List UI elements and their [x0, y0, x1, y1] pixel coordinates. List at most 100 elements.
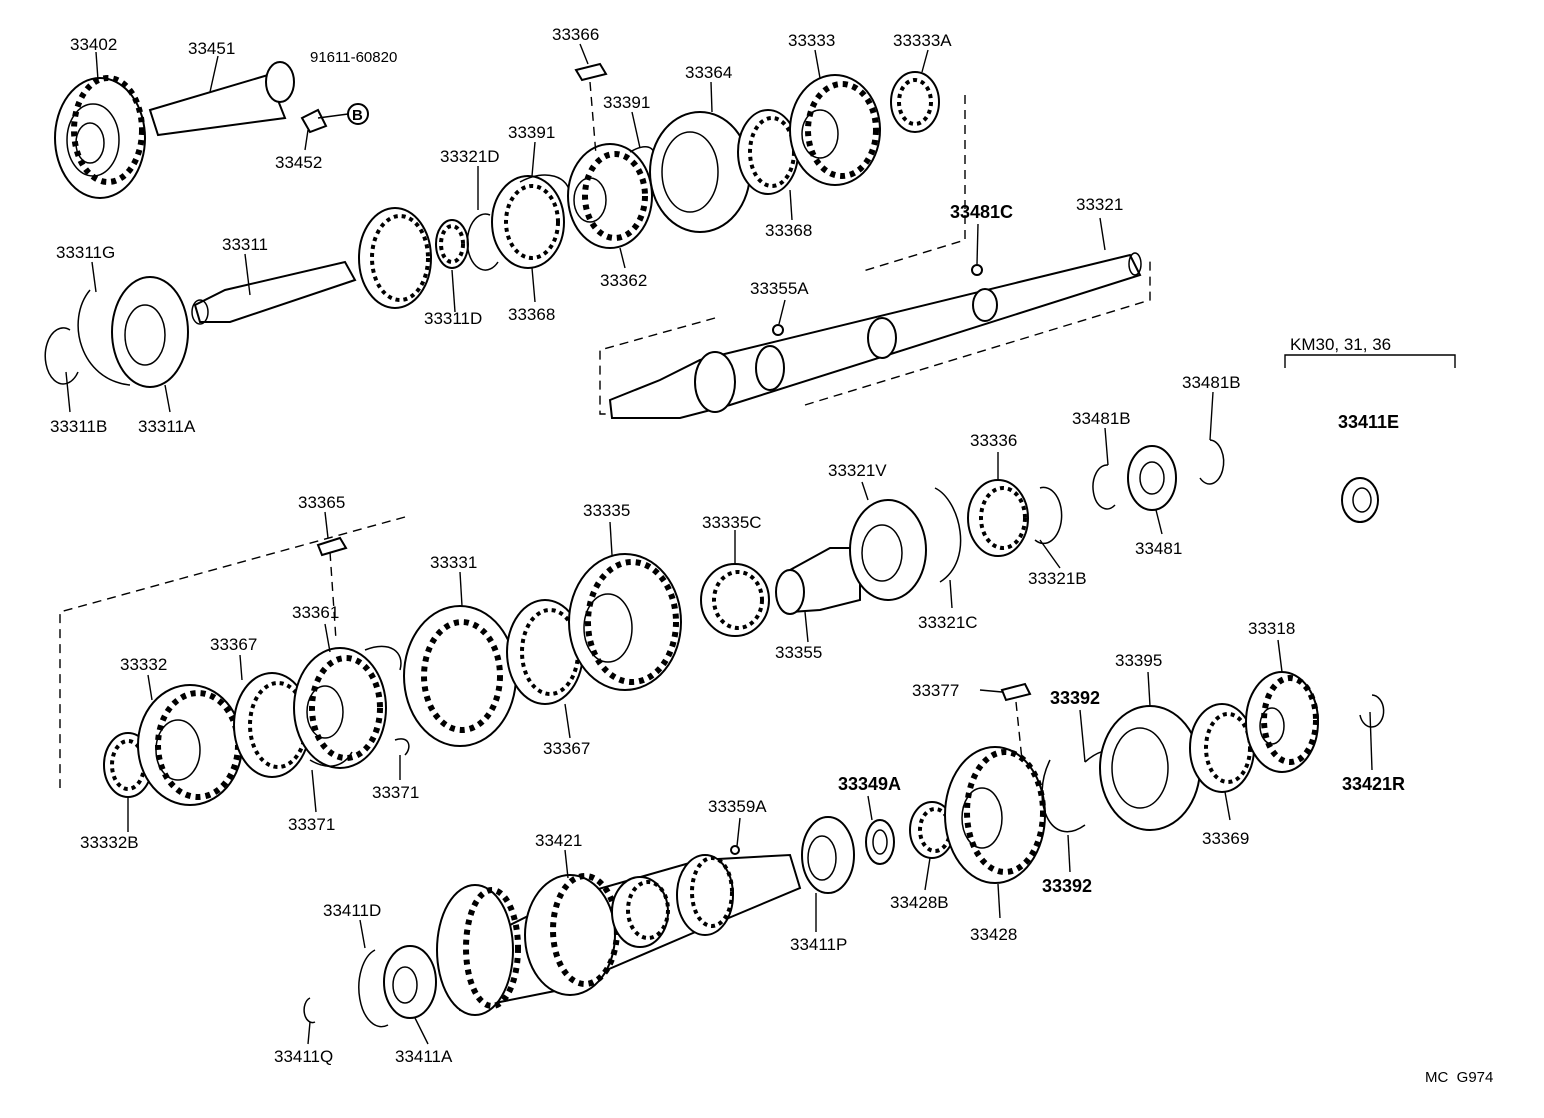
- gear-33335: [568, 553, 682, 691]
- label-33311: 33311: [222, 235, 268, 254]
- label-33428: 33428: [970, 925, 1017, 944]
- label-33411A: 33411A: [395, 1047, 453, 1066]
- label-33402: 33402: [70, 35, 117, 54]
- label-33451: 33451: [188, 39, 235, 58]
- label-33367-right: 33367: [543, 739, 590, 758]
- shifting-key-33366: [574, 62, 608, 82]
- label-33395: 33395: [1115, 651, 1162, 670]
- label-33411E: 33411E: [1338, 412, 1399, 432]
- needle-bearing-33311D: [435, 219, 469, 269]
- label-33481C: 33481C: [950, 202, 1013, 222]
- label-33392-upper: 33392: [1050, 688, 1100, 708]
- label-33366: 33366: [552, 25, 599, 44]
- shifting-key-33377: [1000, 682, 1032, 702]
- gear-33336: [967, 479, 1029, 557]
- snap-ring-33321C: [934, 487, 962, 583]
- label-33321D: 33321D: [440, 147, 500, 166]
- label-33377: 33377: [912, 681, 959, 700]
- gear-33428: [944, 746, 1046, 884]
- label-33364: 33364: [685, 63, 732, 82]
- label-33481: 33481: [1135, 539, 1182, 558]
- label-33411D: 33411D: [323, 901, 381, 920]
- label-33371-right: 33371: [372, 783, 419, 802]
- label-33411P: 33411P: [790, 935, 847, 954]
- part-labels: 33402 33451 91611-60820 33452 33366 3339…: [50, 25, 1493, 1086]
- hub-sleeve-33364: [649, 111, 751, 233]
- clutch-hub-33362: [567, 143, 653, 249]
- gear-33481: [1127, 445, 1177, 511]
- footer-code: MC G974: [1425, 1069, 1493, 1086]
- gear-33318: [1245, 671, 1319, 773]
- label-33411Q: 33411Q: [274, 1047, 333, 1066]
- label-33391-lower: 33391: [508, 123, 555, 142]
- label-33452: 33452: [275, 153, 322, 172]
- leader-lines: [65, 43, 1373, 1045]
- label-33349A: 33349A: [838, 774, 901, 794]
- snap-ring-33321B: [1034, 486, 1063, 545]
- label-33311D: 33311D: [424, 309, 482, 328]
- label-33421R: 33421R: [1342, 774, 1405, 794]
- output-shaft-33321: [608, 252, 1142, 419]
- synchro-ring-33368-middle: [737, 109, 799, 195]
- collar-33355: [775, 547, 861, 615]
- synchro-ring-33368-upper: [491, 175, 565, 269]
- ball-33359A: [730, 845, 740, 855]
- spring-33392-lower: [1041, 759, 1086, 833]
- label-33369: 33369: [1202, 829, 1249, 848]
- label-33311A: 33311A: [138, 417, 196, 436]
- hub-sleeve-33331: [403, 605, 517, 747]
- label-33392-lower: 33392: [1042, 876, 1092, 896]
- clutch-hub-33361: [293, 647, 387, 769]
- snap-ring-33311B: [44, 327, 79, 385]
- label-33321V: 33321V: [828, 461, 887, 480]
- label-33355A: 33355A: [750, 279, 809, 298]
- snap-ring-33481B-left: [1092, 464, 1116, 510]
- snap-ring-33421R: [1359, 694, 1385, 728]
- needle-bearing-33333A: [890, 71, 940, 133]
- label-km-variant: KM30, 31, 36: [1290, 335, 1391, 354]
- snap-ring-33321D: [466, 213, 499, 271]
- snap-ring-33311G: [77, 289, 131, 386]
- label-33359A: 33359A: [708, 797, 767, 816]
- label-33335: 33335: [583, 501, 630, 520]
- label-33333: 33333: [788, 31, 835, 50]
- label-33362: 33362: [600, 271, 647, 290]
- snap-ring-33411Q: [303, 997, 316, 1024]
- label-33391-upper: 33391: [603, 93, 650, 112]
- label-91611-60820: 91611-60820: [310, 49, 397, 66]
- label-33332B: 33332B: [80, 833, 139, 852]
- bearing-33311A: [111, 276, 189, 388]
- bolt-marker-b: B: [347, 103, 369, 125]
- shaft-33451: [148, 61, 295, 137]
- bearing-33411P: [801, 816, 855, 894]
- spring-33371-upper: [364, 645, 402, 671]
- gear-33332: [137, 684, 243, 806]
- input-gear-33402: [54, 75, 146, 199]
- snap-ring-33411D: [358, 949, 389, 1028]
- ball-33355A: [772, 324, 784, 336]
- lock-nut-33411E: [1341, 477, 1379, 523]
- spacer-33349A: [865, 819, 895, 865]
- gear-33311: [358, 207, 432, 309]
- label-33421: 33421: [535, 831, 582, 850]
- bearing-33321V: [849, 499, 927, 601]
- label-33335C: 33335C: [702, 513, 762, 532]
- label-33333A: 33333A: [893, 31, 952, 50]
- label-33321: 33321: [1076, 195, 1123, 214]
- bearing-33411A: [383, 945, 437, 1019]
- shifting-key-33365: [316, 536, 348, 557]
- label-33481B-left: 33481B: [1072, 409, 1131, 428]
- label-33428B: 33428B: [890, 893, 949, 912]
- input-shaft-33311: [191, 260, 357, 325]
- label-33368-middle: 33368: [765, 221, 812, 240]
- bolt-marker-b-letter: B: [352, 107, 363, 124]
- lock-plate-33452: [300, 108, 328, 134]
- label-33361: 33361: [292, 603, 339, 622]
- label-33321B: 33321B: [1028, 569, 1087, 588]
- spring-33371-lower: [309, 751, 353, 767]
- label-33371-left: 33371: [288, 815, 335, 834]
- label-33321C: 33321C: [918, 613, 978, 632]
- label-33355: 33355: [775, 643, 822, 662]
- hub-sleeve-33395: [1099, 705, 1201, 831]
